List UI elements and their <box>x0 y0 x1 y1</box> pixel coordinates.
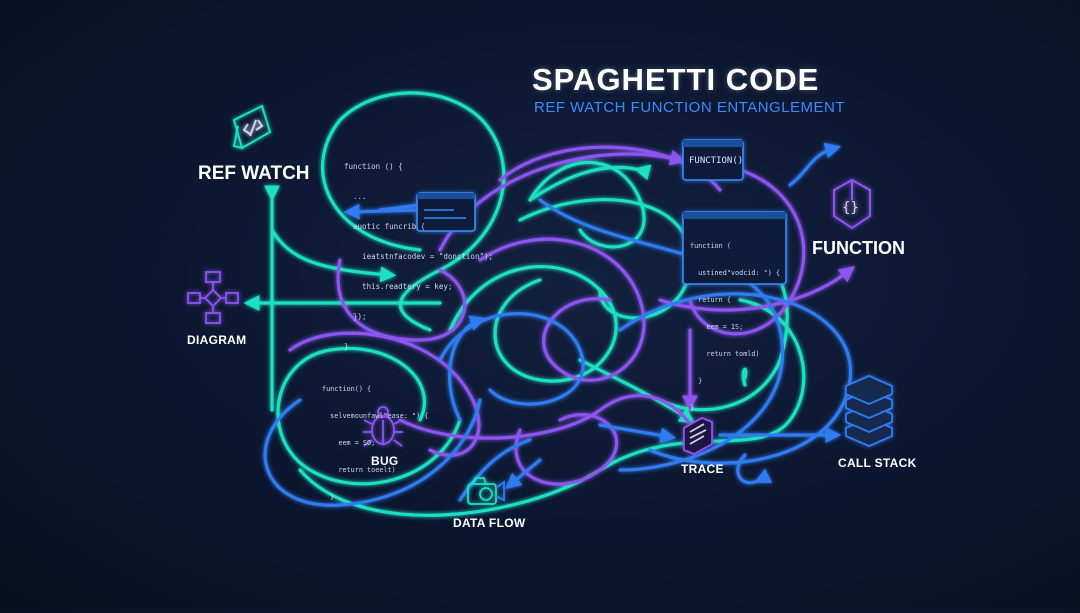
purple-to-function <box>658 266 856 312</box>
teal-curl-right <box>741 367 748 387</box>
teal-long-bottom <box>298 298 806 517</box>
function-window <box>682 139 744 181</box>
svg-text:{}: {} <box>842 200 859 216</box>
code-window-right <box>682 211 787 285</box>
teal-center-1 <box>448 265 618 383</box>
code-snippet-left-bottom: function() { selvemounfawl"ease: ") { ee… <box>322 385 429 501</box>
camera-icon <box>467 477 505 505</box>
purple-center-twist <box>478 237 646 382</box>
function-window-label: FUNCTION() <box>689 156 744 166</box>
node-label-bug: BUG <box>371 454 399 468</box>
purple-left-loop <box>336 258 467 342</box>
purple-right-loop <box>688 159 806 336</box>
blue-up-left <box>448 315 487 422</box>
blue-to-data-flow <box>458 438 532 502</box>
code-snippet-top-left: function () { ... auotic funcrib ( ieats… <box>344 162 494 351</box>
node-label-call-stack: CALL STACK <box>838 456 917 470</box>
node-label-function: FUNCTION <box>812 238 905 258</box>
teal-loop-top <box>321 91 506 332</box>
code-file-icon <box>232 104 272 150</box>
purple-knot-bottom <box>514 413 619 486</box>
code-window-small <box>416 192 476 232</box>
node-label-data-flow: DATA FLOW <box>453 516 526 530</box>
blue-to-window <box>378 203 422 212</box>
blue-trace-arrow <box>598 423 677 444</box>
bug-icon <box>363 406 403 447</box>
curly-braces-icon: {} <box>833 178 871 230</box>
node-label-trace: TRACE <box>681 462 724 476</box>
page-subtitle: REF WATCH FUNCTION ENTANGLEMENT <box>534 99 846 116</box>
blue-bottom-left-loop <box>263 398 482 507</box>
blue-trace-return <box>736 453 773 485</box>
document-icon <box>683 417 713 455</box>
blue-top-right-arrow <box>788 142 842 187</box>
purple-diagram-sweep <box>288 331 481 457</box>
blue-big-right-loop <box>618 292 852 465</box>
code-snippet-right: function ( ustined"vodcid: ") { return {… <box>690 242 781 412</box>
teal-arrow-to-function-win <box>528 164 652 202</box>
flowchart-icon <box>187 271 239 324</box>
page-title: SPAGHETTI CODE <box>532 62 820 97</box>
teal-loop-bottom-left <box>276 347 462 486</box>
blue-long-arc <box>538 198 784 472</box>
blue-window-arrow <box>343 203 422 220</box>
stack-icon <box>845 375 893 447</box>
blue-dataflow-arrow <box>505 458 542 490</box>
teal-curl-top <box>528 160 646 249</box>
node-label-ref-watch: REF WATCH <box>198 163 310 184</box>
teal-curve-left <box>270 228 397 283</box>
node-label-diagram: DIAGRAM <box>187 333 247 347</box>
purple-bottom <box>398 393 702 442</box>
